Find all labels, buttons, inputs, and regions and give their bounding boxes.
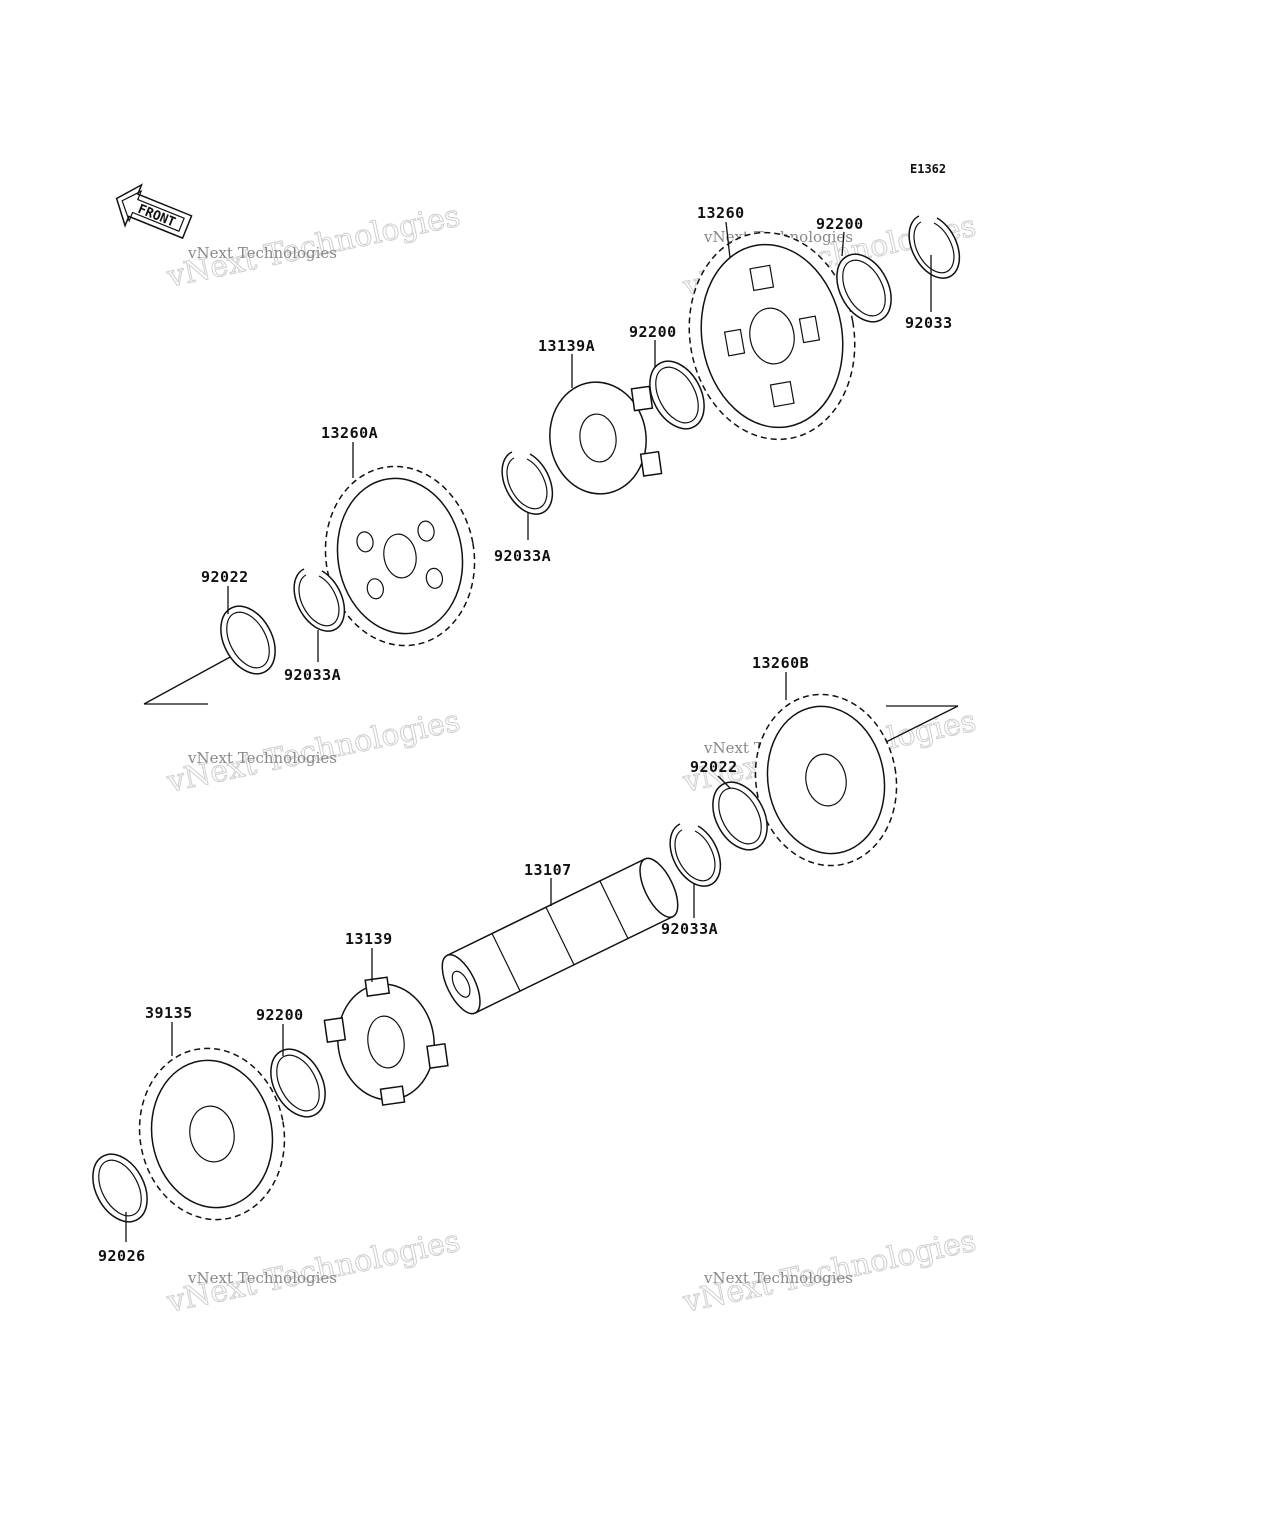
- svg-text:vNext Technologies: vNext Technologies: [187, 244, 337, 262]
- part-label: 92033A: [284, 666, 341, 684]
- part-label: 92033A: [494, 547, 551, 565]
- circlip-92033A: [669, 823, 722, 887]
- watermark: vNext Technologies vNext Technologies: [163, 198, 464, 295]
- part-label: 13260: [697, 204, 745, 222]
- part-label: 13139: [345, 930, 393, 948]
- gear-13260: [688, 231, 856, 441]
- part-label: 92026: [98, 1247, 146, 1265]
- part-label: 92200: [629, 323, 677, 341]
- gear-13260B: [754, 693, 898, 867]
- watermark: vNext Technologies vNext Technologies: [163, 703, 464, 800]
- shaft-13107: [441, 857, 679, 1015]
- washer-92022: [209, 596, 287, 684]
- leader-lines: [125, 221, 932, 1242]
- front-arrow-icon: FRONT: [115, 183, 193, 240]
- watermark: vNext Technologies vNext Technologies: [163, 1223, 464, 1320]
- svg-text:vNext Technologies: vNext Technologies: [703, 1269, 853, 1287]
- part-label: 92033: [905, 314, 953, 332]
- part-label: 92033A: [661, 920, 718, 938]
- reference-line: [143, 649, 244, 705]
- part-label: 92200: [816, 215, 864, 233]
- part-label: 92022: [201, 568, 249, 586]
- diagram-id: E1362: [910, 162, 946, 176]
- part-label: 92200: [256, 1006, 304, 1024]
- dog-13139A: [549, 381, 663, 495]
- dog-13139: [323, 976, 449, 1106]
- part-label: 92022: [690, 758, 738, 776]
- gear-13260A: [324, 465, 476, 647]
- part-label: 39135: [145, 1004, 193, 1022]
- part-labels: 13260 92200 92033 13139A 92200 13260A 92…: [98, 204, 953, 1265]
- part-label: 13107: [524, 861, 572, 879]
- circlip-92033A: [501, 451, 554, 515]
- part-label: 13260A: [321, 424, 378, 442]
- watermark: vNext Technologies vNext Technologies: [679, 1223, 980, 1320]
- part-label: 13260B: [752, 654, 809, 672]
- part-label: 13139A: [538, 337, 595, 355]
- svg-text:vNext Technologies: vNext Technologies: [187, 749, 337, 767]
- gear-39135: [138, 1047, 286, 1221]
- svg-text:vNext Technologies: vNext Technologies: [187, 1269, 337, 1287]
